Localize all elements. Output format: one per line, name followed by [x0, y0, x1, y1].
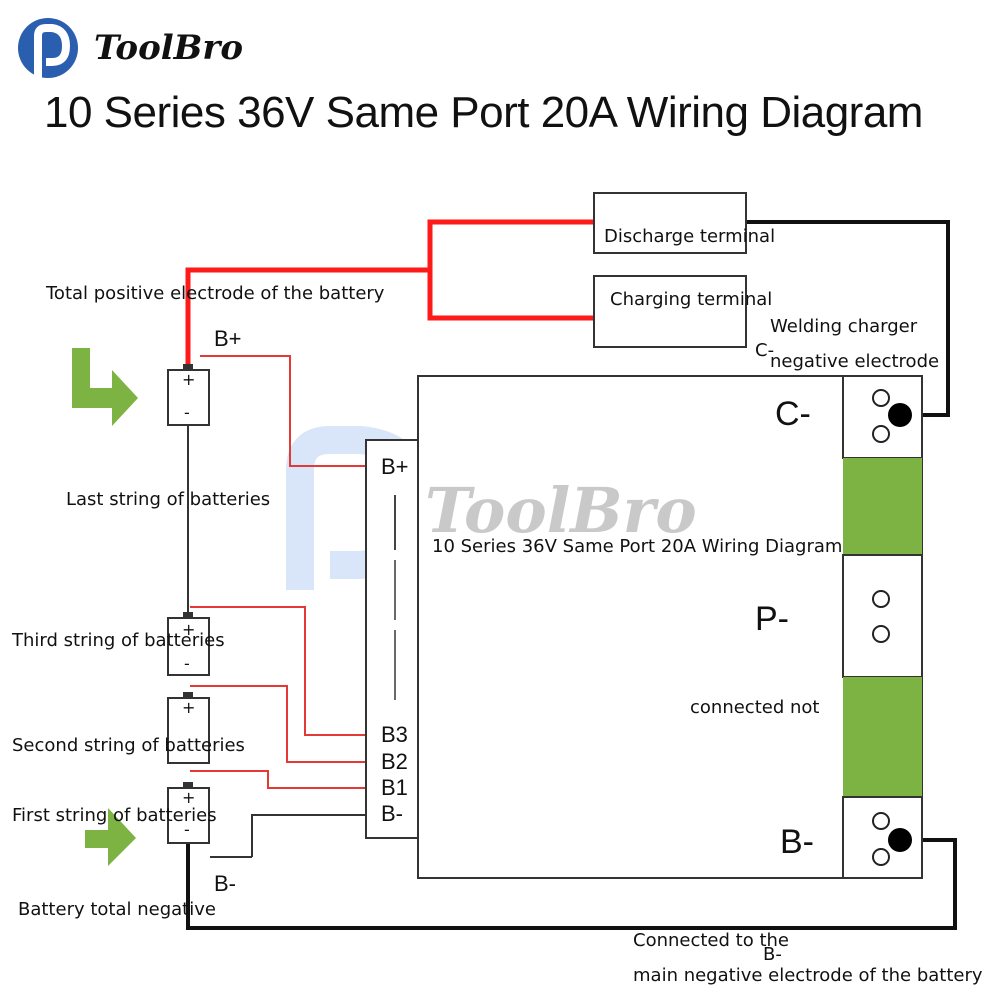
pin-b2: B2: [381, 749, 408, 774]
discharge-terminal-label: Discharge terminal: [604, 226, 776, 247]
c-minus-solder-point: [888, 403, 912, 427]
total-negative-label: Battery total negative: [18, 899, 216, 920]
pin-b-plus: B+: [381, 454, 409, 479]
green-pad: [843, 458, 922, 555]
cell-plus-sign: +: [182, 620, 196, 639]
arrow-right-icon: [72, 348, 138, 426]
b-minus-small-label: B-: [763, 944, 782, 965]
b-minus-solder-point: [888, 828, 912, 852]
cell-plus-sign: +: [182, 698, 196, 717]
battery-cell-second: [167, 692, 210, 764]
cell-plus-sign: +: [182, 370, 196, 389]
terminal-p-minus-label: P-: [755, 600, 789, 638]
toolbro-logo-icon: [18, 18, 78, 78]
second-string-label: Second string of batteries: [12, 735, 245, 756]
green-pad: [843, 677, 922, 797]
cell-minus-sign: -: [184, 403, 190, 422]
arrow-right-icon: [67, 808, 136, 876]
cell-minus-sign: -: [184, 654, 190, 673]
not-connected-label: connected not: [690, 697, 820, 718]
overlay-title: 10 Series 36V Same Port 20A Wiring Diagr…: [432, 536, 843, 557]
negative-wires: [186, 220, 957, 930]
welding-charger-label: Welding charger: [770, 316, 918, 337]
welding-negative-label: negative electrode: [770, 351, 940, 372]
b-plus-top-label: B+: [214, 326, 242, 351]
charging-terminal-label: Charging terminal: [610, 289, 773, 310]
balance-connector: [365, 439, 419, 839]
cell-minus-sign: -: [184, 820, 190, 839]
battery-cell-first: [167, 782, 210, 844]
b-minus-bottom-label: B-: [214, 871, 236, 896]
p-minus-pad: [842, 554, 923, 678]
c-minus-small-label: C-: [755, 340, 775, 361]
battery-cell-last: [167, 364, 210, 426]
pin-b1: B1: [381, 775, 408, 800]
terminal-c-minus-label: C-: [775, 395, 811, 433]
charging-terminal: [593, 275, 747, 348]
page-title: 10 Series 36V Same Port 20A Wiring Diagr…: [44, 88, 923, 137]
connector-dots: [394, 495, 396, 700]
pin-b-minus: B-: [381, 801, 403, 826]
first-string-label: First string of batteries: [12, 805, 217, 826]
third-string-label: Third string of batteries: [12, 630, 225, 651]
balance-wires: [190, 355, 366, 789]
brand-name: ToolBro: [94, 28, 243, 68]
discharge-terminal: [593, 192, 747, 254]
main-positive-wire: [185, 219, 594, 372]
terminal-b-minus-label: B-: [780, 823, 814, 861]
total-positive-label: Total positive electrode of the battery: [46, 283, 385, 304]
bms-board: [417, 375, 923, 879]
watermark-text: ToolBro: [425, 474, 697, 547]
battery-cell-third: [167, 612, 210, 676]
pad-holes: [872, 389, 890, 866]
last-string-label: Last string of batteries: [66, 489, 271, 510]
cell-plus-sign: +: [182, 788, 196, 807]
pin-b3: B3: [381, 722, 408, 747]
b-minus-sense-wire: [210, 814, 366, 858]
main-negative-line1: Connected to the: [633, 930, 789, 951]
main-negative-line2: main negative electrode of the battery: [633, 965, 983, 986]
